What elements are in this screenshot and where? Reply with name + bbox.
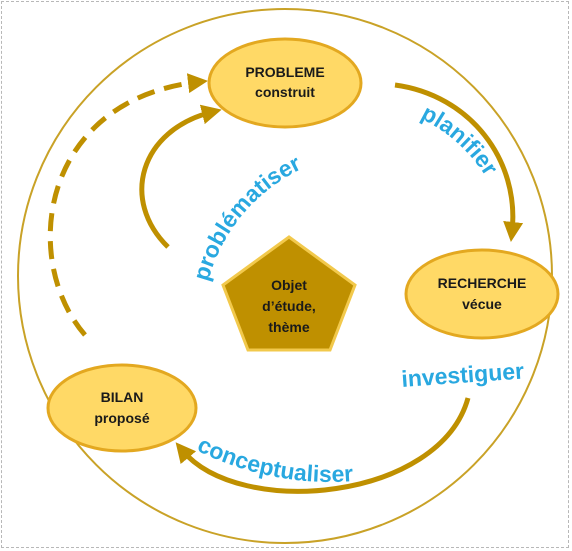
arrow-planifier [394,82,524,242]
node-bilan-line1: BILAN [101,389,144,405]
center-line2: d’étude, [262,298,316,314]
center-line3: thème [268,319,309,335]
node-probleme-line2: construit [255,84,315,100]
arrow-bilan-to-probleme-dashed [47,73,208,337]
verb-investiguer: investiguer [401,357,525,391]
center-line1: Objet [271,277,307,293]
node-recherche-line2: vécue [462,296,502,312]
node-recherche-line1: RECHERCHE [438,275,527,291]
arrow-problematiser [139,104,222,249]
node-recherche: RECHERCHE vécue [404,248,560,340]
node-bilan: BILAN proposé [46,363,198,453]
node-probleme: PROBLEME construit [207,37,363,129]
arrow-investiguer [175,397,471,494]
node-bilan-line2: proposé [94,410,149,426]
center-pentagon: Objet d’étude, thème [221,235,357,352]
node-probleme-line1: PROBLEME [245,64,324,80]
